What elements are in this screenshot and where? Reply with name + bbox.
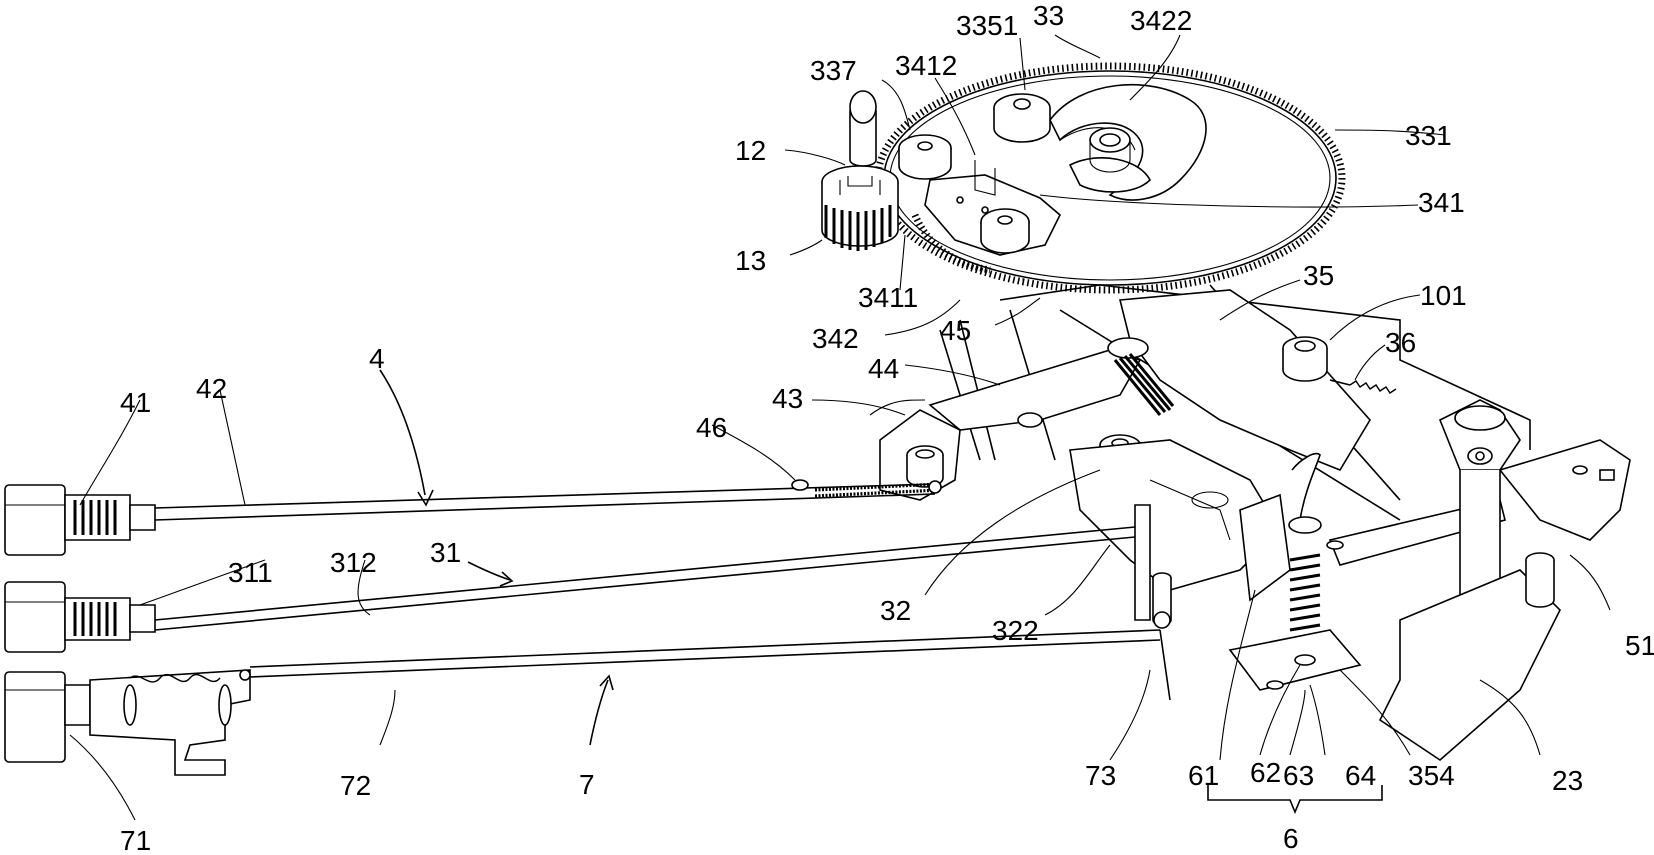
block-41 <box>4 484 156 556</box>
cam-plate <box>1049 83 1207 201</box>
label-44: 44 <box>868 353 899 384</box>
column-23 <box>1378 399 1561 762</box>
block-71 <box>4 669 251 776</box>
label-3411: 3411 <box>858 282 918 313</box>
label-45: 45 <box>940 315 971 346</box>
label-72: 72 <box>340 770 371 801</box>
spring-36 <box>1349 380 1397 394</box>
label-3351: 3351 <box>956 10 1018 41</box>
rod-312 <box>154 526 1136 631</box>
label-311: 311 <box>228 557 273 588</box>
block-311 <box>4 581 156 653</box>
label-62: 62 <box>1250 757 1281 788</box>
arc-gear-342 <box>911 213 991 274</box>
labels: 3351 33 3422 337 3412 331 12 341 13 3411… <box>120 0 1654 855</box>
label-337: 337 <box>810 55 857 86</box>
leader-lines <box>69 34 1611 821</box>
spring-assembly-6 <box>1228 452 1362 691</box>
slider-body <box>1069 439 1282 591</box>
label-13: 13 <box>735 245 766 276</box>
label-51: 51 <box>1625 630 1654 661</box>
post-101 <box>1282 336 1328 382</box>
label-7: 7 <box>579 769 595 800</box>
label-31: 31 <box>430 537 461 568</box>
label-322: 322 <box>992 615 1039 646</box>
idler-337 <box>898 134 952 180</box>
label-4: 4 <box>369 343 385 374</box>
label-341: 341 <box>1418 187 1465 218</box>
bracket-43 <box>879 409 961 501</box>
label-354: 354 <box>1408 760 1455 791</box>
lever-plate-341 <box>924 160 1061 256</box>
label-33: 33 <box>1033 0 1064 31</box>
label-12: 12 <box>735 135 766 166</box>
label-41: 41 <box>120 387 151 418</box>
label-46: 46 <box>696 412 727 443</box>
spring-45 <box>1107 337 1175 416</box>
label-61: 61 <box>1188 760 1219 791</box>
label-312: 312 <box>330 547 377 578</box>
label-342: 342 <box>812 323 859 354</box>
label-42: 42 <box>196 373 227 404</box>
plate-51 <box>1498 439 1631 541</box>
arm-322 <box>1134 504 1151 621</box>
label-43: 43 <box>772 383 803 414</box>
rod-72 <box>249 629 1161 678</box>
brace-6 <box>1207 785 1383 815</box>
label-3422: 3422 <box>1130 5 1192 36</box>
leader-arrows <box>379 369 614 746</box>
rod-42 <box>154 483 936 521</box>
label-35: 35 <box>1303 260 1334 291</box>
motor-shaft-12 <box>849 90 877 167</box>
label-73: 73 <box>1085 760 1116 791</box>
boss-3351 <box>993 93 1051 143</box>
lever-44 <box>928 349 1142 431</box>
label-64: 64 <box>1345 760 1376 791</box>
spring-46 <box>791 479 942 498</box>
label-101: 101 <box>1420 280 1467 311</box>
label-63: 63 <box>1283 760 1314 791</box>
label-331: 331 <box>1405 120 1452 151</box>
label-6: 6 <box>1283 823 1299 854</box>
label-36: 36 <box>1385 327 1416 358</box>
roller-73 <box>1152 572 1172 701</box>
label-3412: 3412 <box>895 50 957 81</box>
label-23: 23 <box>1552 765 1583 796</box>
label-71: 71 <box>120 825 151 855</box>
label-32: 32 <box>880 595 911 626</box>
pinion-13 <box>821 165 899 251</box>
